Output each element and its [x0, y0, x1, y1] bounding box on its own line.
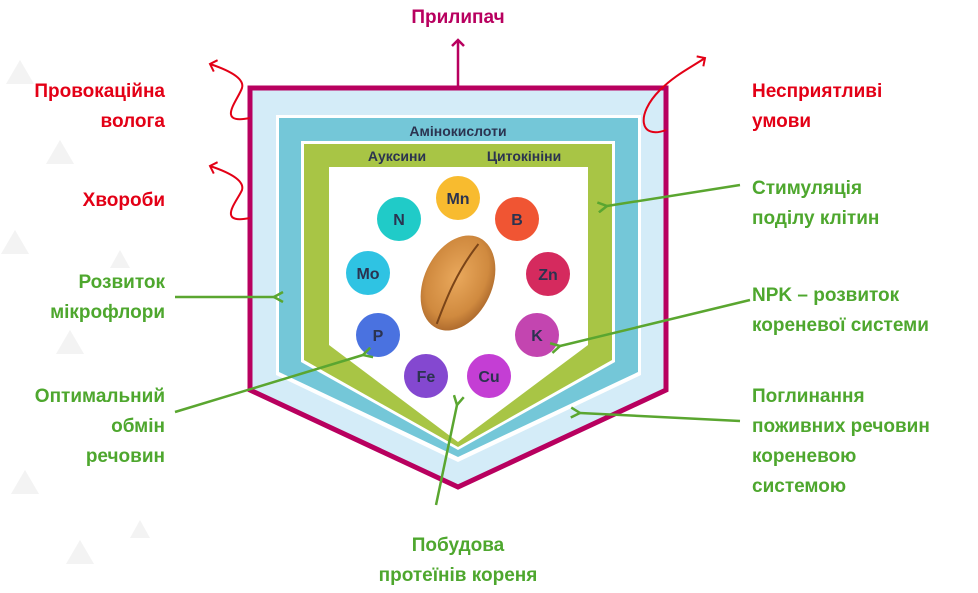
label-line: Стимуляція [752, 178, 863, 199]
element-fe: Fe [404, 354, 448, 398]
wheat-grain-image [420, 235, 496, 331]
element-symbol: Zn [538, 267, 558, 284]
element-mn: Mn [436, 176, 480, 220]
background-pattern [1, 60, 150, 564]
label-line: Поглинання [752, 386, 865, 407]
element-k: K [515, 313, 559, 357]
label-line: Несприятливі [752, 81, 883, 102]
label-line: Оптимальний [34, 386, 165, 407]
element-symbol: Fe [417, 369, 436, 386]
label-line: обмін [111, 416, 165, 437]
label-line: поділу клітин [752, 208, 880, 229]
npk-arrow [560, 298, 751, 346]
label-line: поживних речовин [752, 416, 930, 437]
label-line: системою [752, 476, 847, 497]
nutrient-elements: MnN B Mo ZnP K Fe Cu [346, 176, 570, 398]
element-circle [526, 252, 570, 296]
diseases-curve-arrow [208, 161, 251, 221]
label-line: Провокаційна [34, 81, 165, 102]
label-line: Побудова [411, 535, 505, 556]
label-line: кореневою [752, 446, 857, 467]
element-symbol: Mn [446, 191, 469, 208]
cell-division-arrow [607, 183, 741, 206]
element-b: B [495, 197, 539, 241]
element-symbol: Mo [356, 266, 379, 283]
element-n: N [377, 197, 421, 241]
element-symbol: B [511, 212, 523, 229]
proteins-arrow [434, 405, 457, 506]
absorption-label: Поглинання поживних речовин кореневою си… [752, 382, 930, 502]
adhesive-label: Прилипач [411, 7, 505, 28]
label-line: протеїнів кореня [378, 565, 538, 586]
label-line: речовин [85, 446, 165, 467]
provocative-moisture-label: Провокаційна волога [0, 77, 165, 137]
diseases-label: Хвороби [82, 190, 165, 211]
element-symbol: Cu [478, 369, 499, 386]
element-mo: Mo [346, 251, 390, 295]
element-circle [356, 313, 400, 357]
metabolism-label: Оптимальний обмін речовин [0, 382, 165, 472]
element-circle [515, 313, 559, 357]
adverse-curve-arrow [642, 55, 707, 134]
element-circle [495, 197, 539, 241]
auxins-label: Ауксини [368, 148, 426, 164]
element-circle [346, 251, 390, 295]
cell-division-label: Стимуляція поділу клітин [752, 174, 879, 234]
element-p: P [356, 313, 400, 357]
adverse-conditions-label: Несприятливі умови [752, 77, 882, 137]
metabolism-arrow [174, 355, 363, 414]
element-circle [404, 354, 448, 398]
element-circle [467, 354, 511, 398]
element-symbol: N [393, 212, 405, 229]
label-line: кореневої системи [752, 315, 929, 336]
amino-acids-label: Амінокислоти [409, 123, 506, 139]
absorption-arrow [580, 413, 741, 423]
element-circle [377, 197, 421, 241]
label-line: мікрофлори [50, 302, 165, 323]
element-zn: Zn [526, 252, 570, 296]
element-symbol: K [531, 328, 543, 345]
label-line: NPK – розвиток [752, 285, 900, 306]
root-proteins-label: Побудова протеїнів кореня [328, 531, 588, 591]
label-line: волога [100, 111, 165, 132]
label-line: умови [752, 111, 812, 132]
element-cu: Cu [467, 354, 511, 398]
label-line: Розвиток [78, 272, 165, 293]
microflora-label: Розвиток мікрофлори [0, 268, 165, 328]
cytokinins-label: Цитокініни [487, 148, 561, 164]
element-symbol: P [373, 328, 384, 345]
npk-label: NPK – розвиток кореневої системи [752, 281, 929, 341]
element-circle [436, 176, 480, 220]
moisture-curve-arrow [208, 59, 251, 121]
